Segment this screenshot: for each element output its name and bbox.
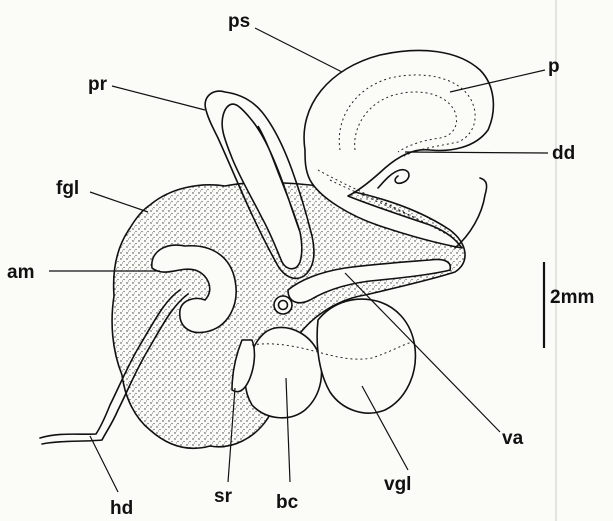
label-pr: pr	[88, 74, 108, 95]
leader-pr	[112, 86, 205, 110]
label-dd: dd	[552, 143, 575, 164]
label-bc: bc	[276, 492, 299, 513]
scale-bar-label: 2mm	[550, 287, 594, 308]
label-hd: hd	[110, 498, 133, 519]
leader-dd	[405, 152, 548, 153]
leader-fgl	[90, 192, 148, 212]
label-vgl: vgl	[384, 474, 411, 495]
label-ps: ps	[228, 11, 250, 32]
label-sr: sr	[214, 486, 233, 507]
coil-loop-outer	[274, 296, 292, 314]
label-va: va	[502, 428, 524, 449]
label-fgl: fgl	[56, 178, 79, 199]
leader-ps	[255, 28, 342, 72]
label-am: am	[7, 262, 34, 283]
dd-duct-coil	[378, 170, 409, 188]
bc-bursa-shape	[245, 327, 321, 417]
label-p: p	[548, 56, 560, 77]
tissue-flap	[455, 178, 487, 248]
leader-hd	[90, 436, 118, 492]
